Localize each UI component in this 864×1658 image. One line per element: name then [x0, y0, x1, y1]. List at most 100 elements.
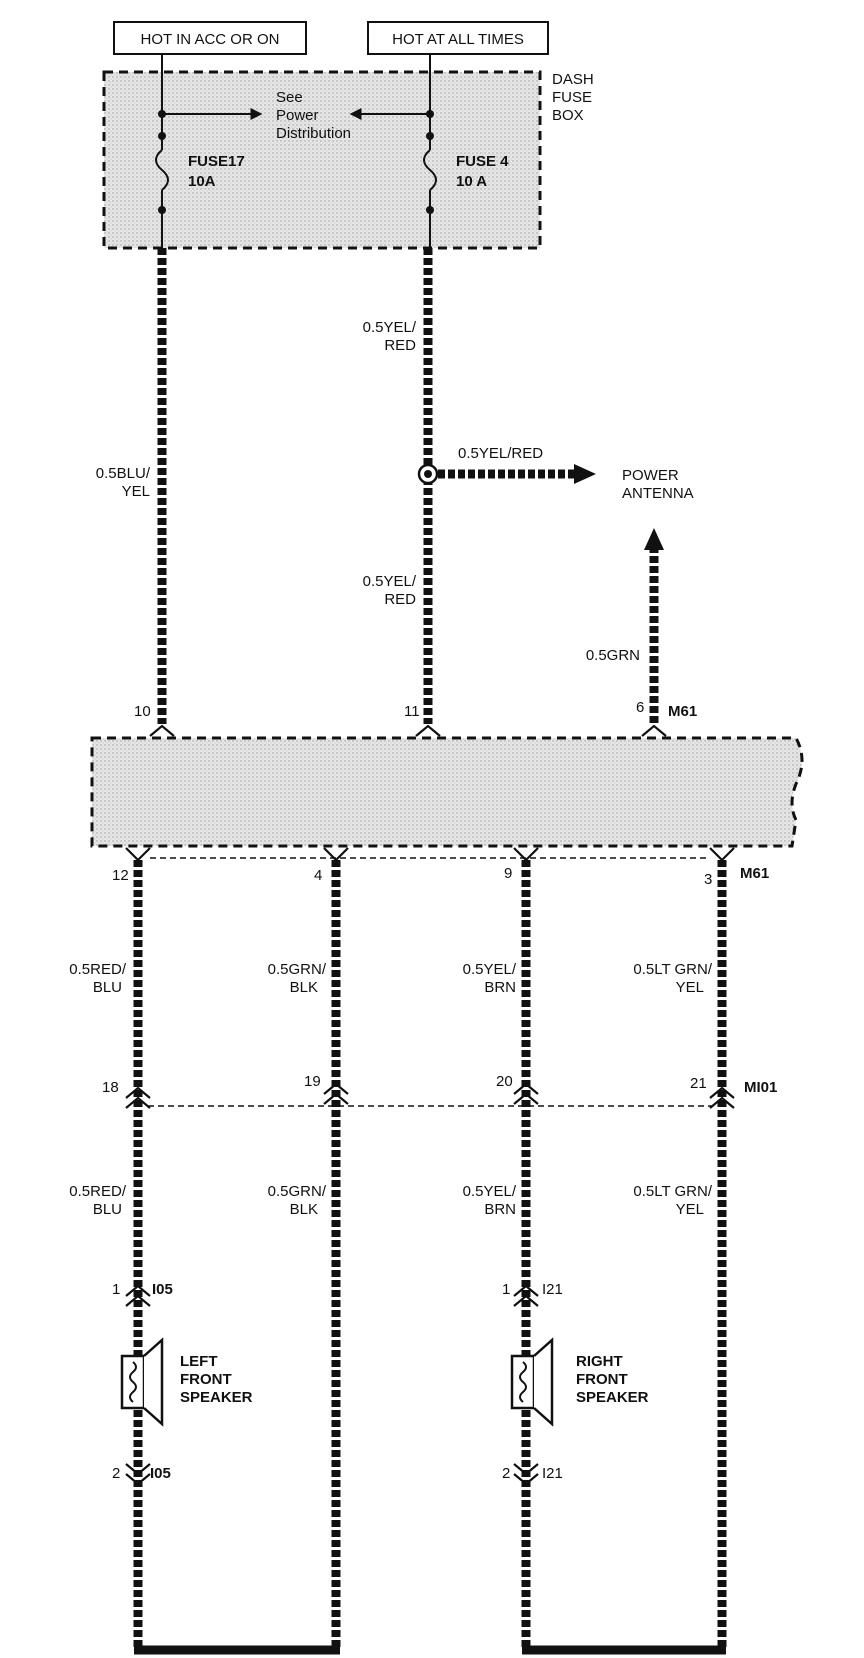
pin-4: 4: [314, 867, 322, 884]
svg-text:POWER: POWER: [622, 467, 679, 484]
label-red-blu-1: 0.5RED/ BLU: [69, 961, 127, 996]
svg-text:BLK: BLK: [290, 979, 318, 996]
label-grn-blk-2: 0.5GRN/ BLK: [268, 1183, 327, 1218]
svg-text:FUSE 4: FUSE 4: [456, 153, 509, 170]
hot-acc-box: HOT IN ACC OR ON: [113, 21, 307, 55]
svg-text:SPEAKER: SPEAKER: [576, 1389, 649, 1406]
pin-11: 11: [404, 703, 420, 720]
hot-acc-label: HOT IN ACC OR ON: [141, 31, 280, 48]
fuse17-circuit: [155, 54, 263, 248]
right-front-speaker-label: RIGHT FRONT SPEAKER: [576, 1353, 649, 1406]
see-power-distribution: See Power Distribution: [276, 89, 351, 142]
svg-text:10 A: 10 A: [456, 173, 487, 190]
svg-text:ANTENNA: ANTENNA: [622, 485, 694, 502]
label-yel-brn-2: 0.5YEL/ BRN: [463, 1183, 517, 1218]
svg-text:0.5BLU/: 0.5BLU/: [96, 465, 151, 482]
svg-text:0.5GRN/: 0.5GRN/: [268, 961, 327, 978]
label-ltgrn-yel-1: 0.5LT GRN/ YEL: [633, 961, 712, 996]
pin6-connector: [641, 724, 667, 737]
label-yel-red-branch: 0.5YEL/RED: [458, 445, 543, 462]
pin3-connector: [709, 847, 735, 862]
label-yel-red-mid: 0.5YEL/ RED: [363, 573, 417, 608]
label-yel-red-top: 0.5YEL/ RED: [363, 319, 417, 354]
svg-text:FRONT: FRONT: [180, 1371, 232, 1388]
connector-m61-bottom: M61: [740, 865, 769, 882]
svg-text:SPEAKER: SPEAKER: [180, 1389, 253, 1406]
svg-text:0.5LT GRN/: 0.5LT GRN/: [633, 961, 712, 978]
pin11-connector: [415, 724, 441, 737]
svg-text:YEL: YEL: [122, 483, 150, 500]
hot-all-label: HOT AT ALL TIMES: [392, 31, 524, 48]
pin-right-1: 1: [502, 1281, 510, 1298]
fuse4-label: FUSE 4 10 A: [456, 153, 509, 190]
svg-text:Distribution: Distribution: [276, 125, 351, 142]
svg-text:BLU: BLU: [93, 979, 122, 996]
connector-mi01: MI01: [744, 1079, 777, 1096]
svg-text:BOX: BOX: [552, 107, 584, 124]
svg-text:See: See: [276, 89, 303, 106]
svg-text:0.5GRN/: 0.5GRN/: [268, 1183, 327, 1200]
pin-right-2: 2: [502, 1465, 510, 1482]
connector-i21-bottom: I21: [542, 1465, 563, 1482]
label-grn-blk-1: 0.5GRN/ BLK: [268, 961, 327, 996]
pin-6: 6: [636, 699, 644, 716]
left-front-speaker: [120, 1337, 164, 1427]
pin-9: 9: [504, 865, 512, 882]
left-front-speaker-label: LEFT FRONT SPEAKER: [180, 1353, 253, 1406]
connector-i05-top: I05: [152, 1281, 173, 1298]
dash-fuse-box: [102, 70, 542, 250]
pin-21: 21: [690, 1075, 707, 1092]
svg-text:FUSE17: FUSE17: [188, 153, 245, 170]
pin-10: 10: [134, 703, 151, 720]
pin-19: 19: [304, 1073, 321, 1090]
svg-text:YEL: YEL: [676, 1201, 704, 1218]
svg-text:YEL: YEL: [676, 979, 704, 996]
pin-3: 3: [704, 871, 712, 888]
arrow-up-antenna: [644, 528, 664, 550]
svg-text:BLK: BLK: [290, 1201, 318, 1218]
pin-left-2: 2: [112, 1465, 120, 1482]
power-antenna-label: POWER ANTENNA: [622, 467, 694, 502]
svg-text:0.5LT GRN/: 0.5LT GRN/: [633, 1183, 712, 1200]
connector-i21-top: I21: [542, 1281, 563, 1298]
pin10-connector: [149, 724, 175, 737]
label-red-blu-2: 0.5RED/ BLU: [69, 1183, 127, 1218]
mi01-pin-symbols: [125, 1082, 735, 1109]
hot-all-box: HOT AT ALL TIMES: [367, 21, 549, 55]
svg-text:BLU: BLU: [93, 1201, 122, 1218]
connector-i05-bottom: I05: [150, 1465, 171, 1482]
dash-fuse-box-label: DASH FUSE BOX: [552, 71, 594, 124]
svg-text:RED: RED: [384, 337, 416, 354]
fuse17-label: FUSE17 10A: [188, 153, 245, 190]
svg-text:RIGHT: RIGHT: [576, 1353, 623, 1370]
pin12-connector: [125, 847, 151, 862]
svg-text:0.5RED/: 0.5RED/: [69, 1183, 127, 1200]
i21-top-connector: [513, 1284, 539, 1307]
svg-text:Power: Power: [276, 107, 319, 124]
i05-top-connector: [125, 1284, 151, 1307]
svg-text:BRN: BRN: [484, 979, 516, 996]
svg-text:DASH: DASH: [552, 71, 594, 88]
i21-bottom-connector: [513, 1463, 539, 1486]
svg-text:0.5YEL/: 0.5YEL/: [363, 573, 417, 590]
pin-12: 12: [112, 867, 129, 884]
pin-left-1: 1: [112, 1281, 120, 1298]
radio-module: [90, 736, 804, 848]
label-yel-brn-1: 0.5YEL/ BRN: [463, 961, 517, 996]
svg-text:0.5YEL/: 0.5YEL/: [463, 1183, 517, 1200]
pin-18: 18: [102, 1079, 119, 1096]
right-front-speaker: [510, 1337, 554, 1427]
svg-text:FRONT: FRONT: [576, 1371, 628, 1388]
svg-text:LEFT: LEFT: [180, 1353, 218, 1370]
label-grn: 0.5GRN: [586, 647, 640, 664]
svg-text:10A: 10A: [188, 173, 216, 190]
fuse4-circuit: [349, 54, 437, 248]
label-blu-yel: 0.5BLU/ YEL: [96, 465, 151, 500]
svg-text:0.5YEL/: 0.5YEL/: [463, 961, 517, 978]
pin-20: 20: [496, 1073, 513, 1090]
arrow-power-antenna: [574, 464, 596, 484]
svg-text:BRN: BRN: [484, 1201, 516, 1218]
connector-m61-top: M61: [668, 703, 697, 720]
svg-text:FUSE: FUSE: [552, 89, 592, 106]
